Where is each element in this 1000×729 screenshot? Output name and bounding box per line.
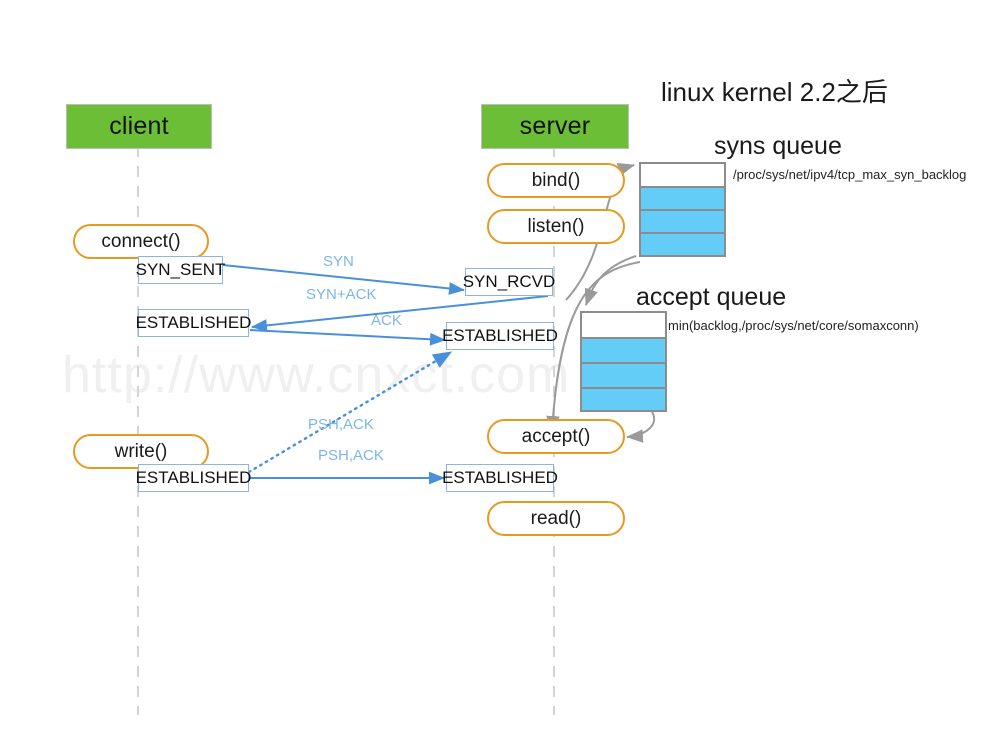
accept-queue-slot-1 bbox=[582, 313, 665, 339]
curve-syns-to-accept bbox=[584, 255, 637, 306]
lane-header-server: server bbox=[481, 104, 629, 149]
server-call-listen[interactable]: listen() bbox=[487, 209, 625, 244]
accept-queue-slot-3 bbox=[582, 364, 665, 389]
curve-accept-queue-to-accept bbox=[626, 411, 655, 443]
syns-queue-slot-2 bbox=[641, 188, 724, 211]
client-state-established-2: ESTABLISHED bbox=[136, 464, 251, 492]
syns-queue-title: syns queue bbox=[714, 132, 842, 160]
message-label-ack: ACK bbox=[371, 312, 402, 329]
server-call-bind[interactable]: bind() bbox=[487, 163, 625, 198]
message-label-syn: SYN bbox=[323, 253, 354, 270]
message-label-psh-ack-dotted: PSH,ACK bbox=[308, 416, 374, 433]
server-state-established-1: ESTABLISHED bbox=[442, 322, 558, 350]
page-title: linux kernel 2.2之后 bbox=[661, 77, 888, 107]
server-call-accept[interactable]: accept() bbox=[487, 419, 625, 454]
accept-queue-slot-4 bbox=[582, 389, 665, 410]
syns-queue-note: /proc/sys/net/ipv4/tcp_max_syn_backlog bbox=[733, 167, 967, 182]
accept-queue-note: min(backlog,/proc/sys/net/core/somaxconn… bbox=[668, 318, 919, 333]
watermark-text: http://www.cnxct.com bbox=[62, 346, 571, 404]
syns-queue-slot-4 bbox=[641, 234, 724, 255]
accept-queue-title: accept queue bbox=[636, 283, 787, 311]
server-state-syn-rcvd: SYN_RCVD bbox=[463, 268, 555, 296]
accept-queue bbox=[580, 311, 667, 412]
syns-queue-slot-1 bbox=[641, 164, 724, 188]
client-call-connect[interactable]: connect() bbox=[73, 224, 209, 259]
syns-queue-slot-3 bbox=[641, 211, 724, 234]
arrow-ack bbox=[249, 329, 446, 346]
accept-queue-slot-2 bbox=[582, 339, 665, 364]
syns-queue bbox=[639, 162, 726, 257]
server-state-established-2: ESTABLISHED bbox=[442, 464, 558, 492]
server-call-read[interactable]: read() bbox=[487, 501, 625, 536]
client-state-syn-sent: SYN_SENT bbox=[136, 256, 225, 284]
message-label-psh-ack-solid: PSH,ACK bbox=[318, 447, 384, 464]
lane-header-client: client bbox=[66, 104, 212, 149]
message-label-syn-ack: SYN+ACK bbox=[306, 286, 377, 303]
client-state-established-1: ESTABLISHED bbox=[136, 309, 251, 337]
